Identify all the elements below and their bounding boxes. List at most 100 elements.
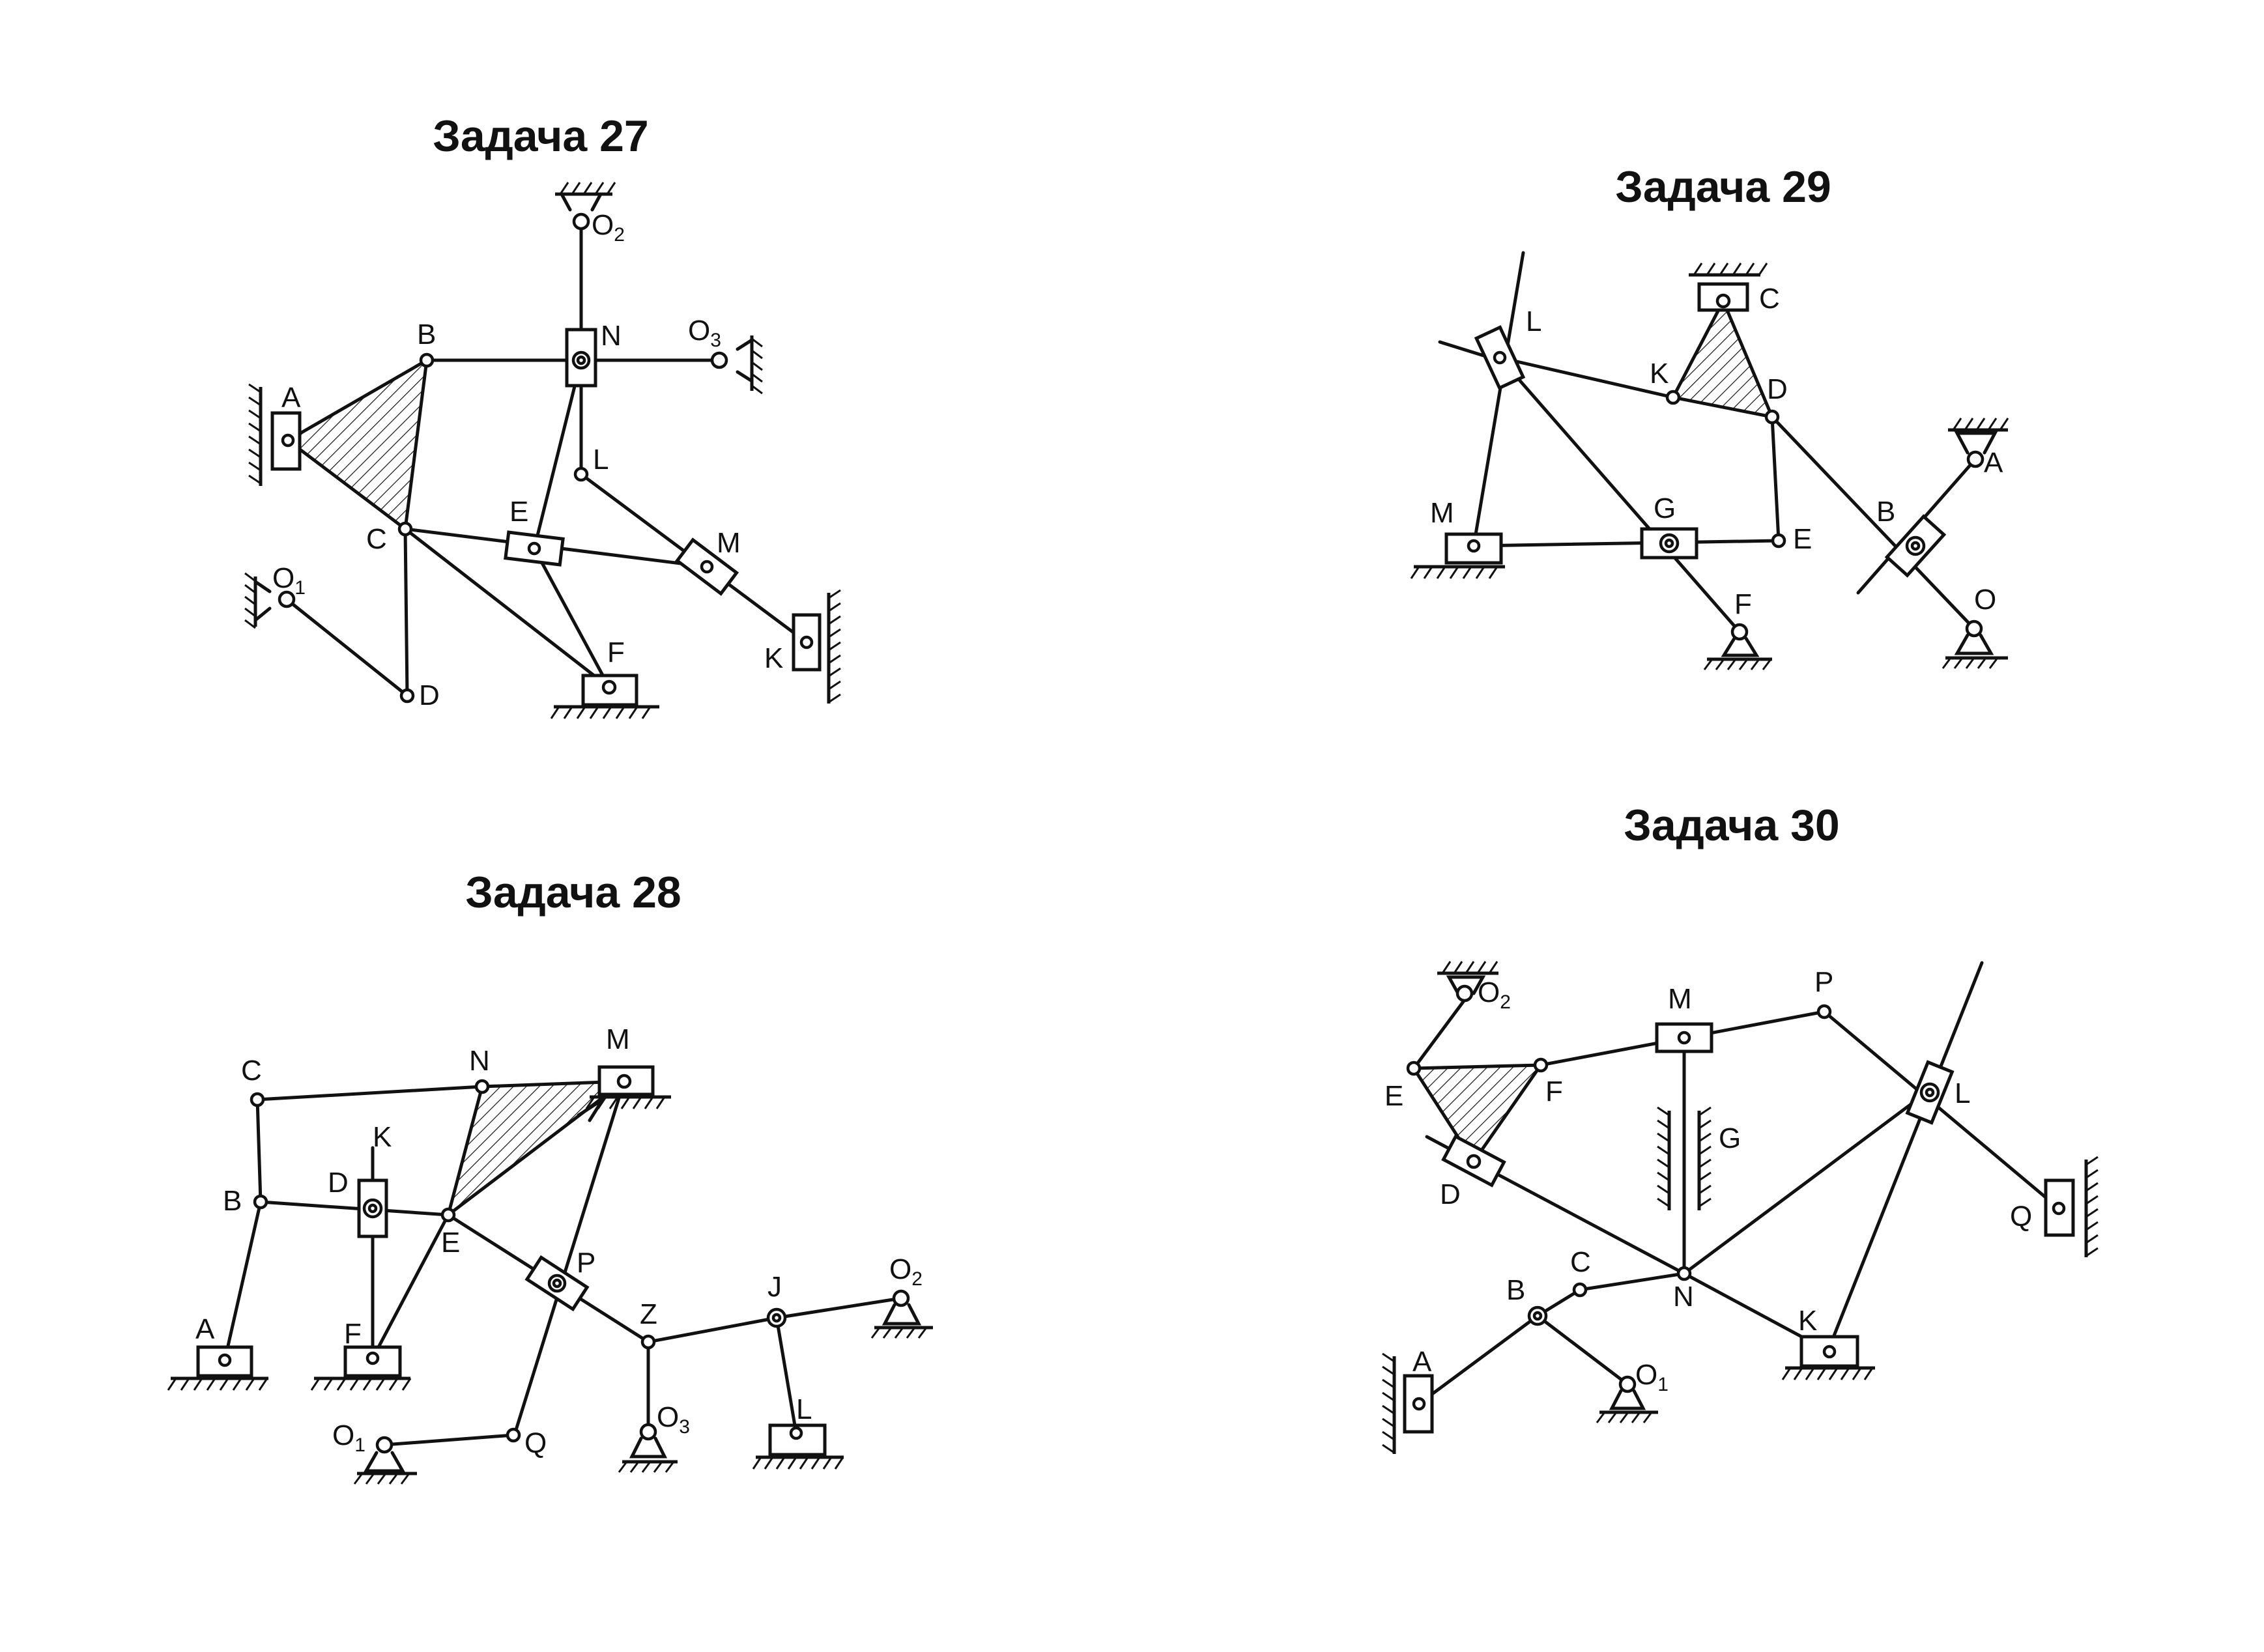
task-30-joints — [1406, 984, 2066, 1411]
label-g: G — [1654, 492, 1676, 524]
label-p: P — [577, 1247, 595, 1279]
label-c: C — [1759, 283, 1780, 315]
task-28-grounds — [167, 1095, 933, 1485]
task-29-grounds — [1410, 263, 2009, 670]
link-n-e — [532, 358, 583, 550]
link-a-b — [1417, 1314, 1540, 1406]
label-a: A — [281, 382, 301, 414]
label-l: L — [1955, 1077, 1970, 1109]
link-m-q — [511, 1079, 626, 1440]
label-e: E — [1793, 523, 1812, 555]
label-o1: O1 — [1635, 1359, 1669, 1395]
label-o2: O2 — [1478, 976, 1511, 1013]
link-b-a — [223, 1200, 263, 1362]
link-e-f — [371, 1213, 450, 1360]
label-o1: O1 — [332, 1419, 365, 1456]
label-f: F — [1734, 588, 1752, 620]
label-b: B — [417, 319, 436, 350]
task-28-diagram: Задача 28 — [167, 868, 933, 1485]
task-29-joints — [1467, 293, 1985, 641]
link-c-n — [255, 1085, 484, 1102]
task-28-title: Задача 28 — [465, 868, 681, 917]
link-l-guide — [1827, 961, 1984, 1349]
link-b-o1 — [1536, 1314, 1629, 1386]
task-30-labels: A B C D E F G K L M N P Q O1 O2 — [1384, 966, 2032, 1395]
task-27-joints — [278, 212, 814, 704]
link-z-j — [646, 1316, 779, 1344]
label-c: C — [1570, 1246, 1591, 1278]
link-p-q — [1822, 1010, 2061, 1210]
label-m: M — [606, 1023, 630, 1055]
link-l-f — [1498, 356, 1741, 634]
label-l: L — [796, 1393, 812, 1425]
task-29-title: Задача 29 — [1615, 162, 1831, 212]
task-30-title: Задача 30 — [1624, 801, 1840, 850]
label-o3: O3 — [688, 315, 721, 351]
rigid-triangle-abc — [285, 357, 429, 532]
rigid-triangle-efd — [1411, 1063, 1544, 1165]
label-n: N — [601, 320, 622, 352]
label-f: F — [344, 1318, 362, 1350]
task-27-title: Задача 27 — [433, 111, 649, 161]
label-b: B — [223, 1185, 242, 1217]
label-k: K — [373, 1121, 392, 1153]
link-m-e — [1472, 539, 1781, 548]
label-f: F — [1545, 1075, 1563, 1107]
label-m: M — [1430, 497, 1454, 529]
label-o2: O2 — [889, 1253, 923, 1290]
label-p: P — [1814, 966, 1833, 998]
task-27-sliders — [270, 328, 822, 707]
link-o1-q — [382, 1433, 515, 1447]
link-d-e — [1770, 415, 1781, 543]
label-c: C — [366, 523, 387, 555]
label-b: B — [1876, 496, 1895, 528]
link-guide-line — [1472, 251, 1525, 548]
link-j-o2 — [775, 1296, 903, 1320]
label-l: L — [593, 444, 609, 476]
label-k: K — [764, 642, 783, 674]
task-27-diagram: Задача 27 — [244, 111, 841, 719]
link-n-l — [1682, 1089, 1930, 1275]
label-q: Q — [524, 1427, 547, 1459]
task-29-sliders — [1444, 282, 1947, 578]
arrow-to-m — [577, 1098, 605, 1122]
label-l: L — [1526, 306, 1541, 337]
link-c-b — [255, 1098, 263, 1204]
link-b-e — [259, 1200, 450, 1217]
rigid-triangle-ckd — [1670, 297, 1775, 420]
label-e: E — [509, 496, 528, 528]
task-29-labels: A B C D E F G K L M O — [1430, 283, 2003, 620]
label-d: D — [328, 1167, 349, 1199]
label-k: K — [1650, 358, 1669, 390]
label-a: A — [1412, 1346, 1432, 1378]
label-o2: O2 — [592, 209, 625, 246]
task-27-grounds — [244, 182, 841, 719]
label-e: E — [441, 1227, 460, 1259]
task-30-links — [1411, 961, 2061, 1406]
task-30-grounds — [1382, 961, 2099, 1454]
task-27-links — [285, 226, 809, 698]
label-n: N — [469, 1045, 490, 1077]
task-27-labels: A B C D E F K L M N O1 O2 O3 — [272, 209, 783, 711]
task-28-links — [223, 1079, 903, 1447]
label-z: Z — [640, 1298, 657, 1330]
label-o1: O1 — [272, 562, 306, 599]
task-28-labels: A B C D E F J K L M N P Q Z O1 O2 O3 — [195, 1023, 923, 1459]
label-o: O — [1974, 584, 1996, 616]
label-o3: O3 — [657, 1401, 690, 1438]
link-c-n — [1578, 1272, 1686, 1292]
label-j: J — [767, 1271, 782, 1303]
label-a: A — [195, 1313, 215, 1345]
label-d: D — [1440, 1178, 1461, 1210]
label-q: Q — [2010, 1201, 2032, 1232]
label-a: A — [1984, 447, 2003, 479]
link-d-o — [1770, 415, 1976, 631]
link-o1-d — [285, 597, 409, 698]
label-m: M — [717, 527, 741, 559]
link-c-d — [403, 527, 409, 698]
label-d: D — [419, 679, 440, 711]
label-c: C — [241, 1055, 262, 1087]
task-29-diagram: Задача 29 — [1410, 162, 2009, 670]
task-28-joints — [218, 1074, 910, 1454]
